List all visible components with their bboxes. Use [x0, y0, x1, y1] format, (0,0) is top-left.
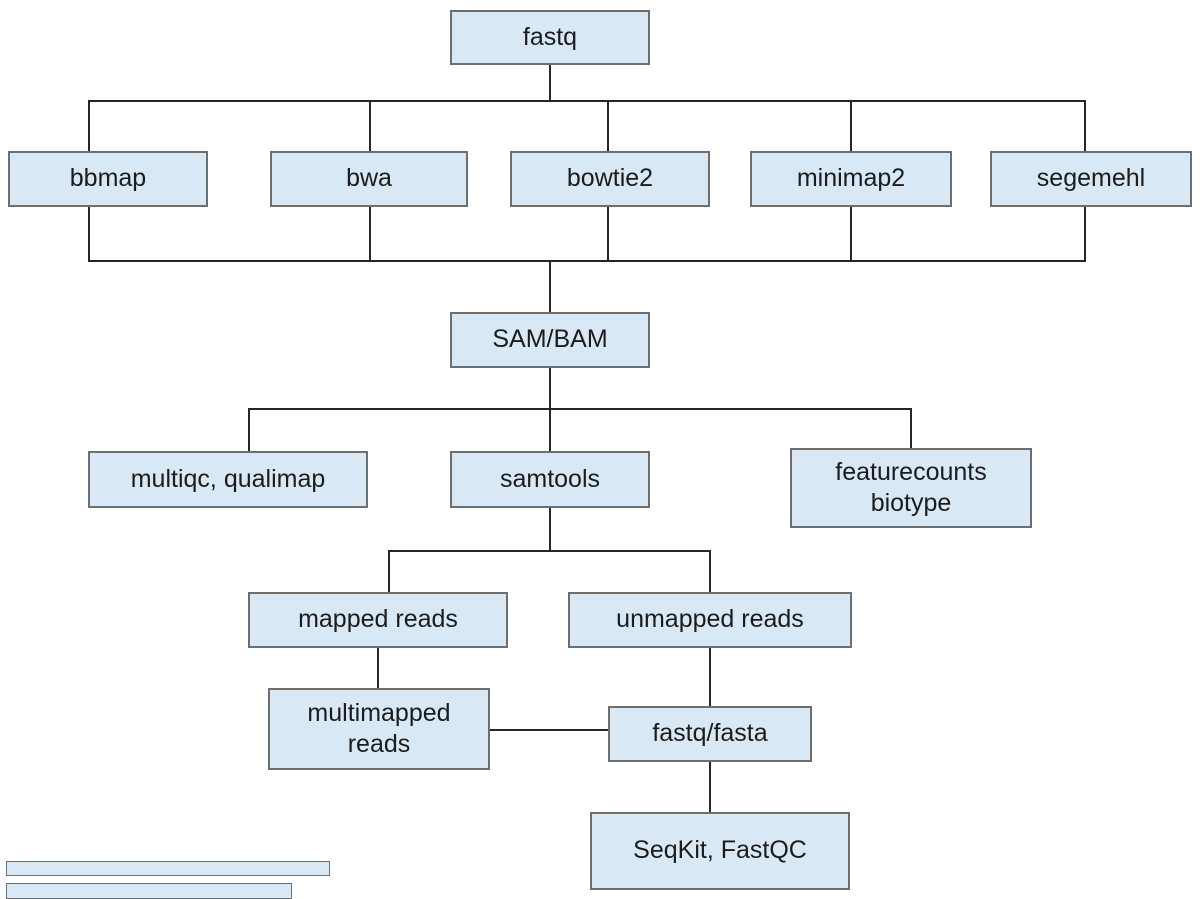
connector-line	[369, 100, 371, 151]
node-minimap2: minimap2	[750, 151, 952, 207]
connector-line	[369, 207, 371, 260]
connector-line	[88, 207, 90, 260]
connector-line	[490, 729, 608, 731]
node-sam-bam: SAM/BAM	[450, 312, 650, 368]
connector-line	[910, 408, 912, 448]
cropped-box	[6, 861, 330, 876]
node-bwa: bwa	[270, 151, 468, 207]
node-seqkit-fastqc: SeqKit, FastQC	[590, 812, 850, 890]
connector-line	[709, 550, 711, 592]
node-fastq: fastq	[450, 10, 650, 65]
node-bowtie2: bowtie2	[510, 151, 710, 207]
connector-line	[549, 368, 551, 408]
connector-line	[88, 260, 1086, 262]
node-samtools: samtools	[450, 451, 650, 508]
connector-line	[709, 648, 711, 706]
connector-line	[377, 648, 379, 688]
connector-line	[850, 207, 852, 260]
node-featurecounts-biotype: featurecounts biotype	[790, 448, 1032, 528]
connector-line	[388, 550, 390, 592]
connector-line	[549, 508, 551, 550]
connector-line	[1084, 100, 1086, 151]
connector-line	[549, 260, 551, 312]
connector-line	[88, 100, 90, 151]
connector-line	[388, 550, 711, 552]
node-fastq-fasta: fastq/fasta	[608, 706, 812, 762]
connector-line	[607, 207, 609, 260]
cropped-box	[6, 883, 292, 899]
connector-line	[607, 100, 609, 151]
node-segemehl: segemehl	[990, 151, 1192, 207]
connector-line	[709, 762, 711, 812]
connector-line	[1084, 207, 1086, 260]
connector-line	[88, 100, 1086, 102]
connector-line	[248, 408, 912, 410]
node-multiqc-qualimap: multiqc, qualimap	[88, 451, 368, 508]
connector-line	[850, 100, 852, 151]
node-multimapped-reads: multimapped reads	[268, 688, 490, 770]
connector-line	[248, 408, 250, 451]
node-bbmap: bbmap	[8, 151, 208, 207]
node-unmapped-reads: unmapped reads	[568, 592, 852, 648]
connector-line	[549, 65, 551, 100]
connector-line	[549, 408, 551, 451]
node-mapped-reads: mapped reads	[248, 592, 508, 648]
